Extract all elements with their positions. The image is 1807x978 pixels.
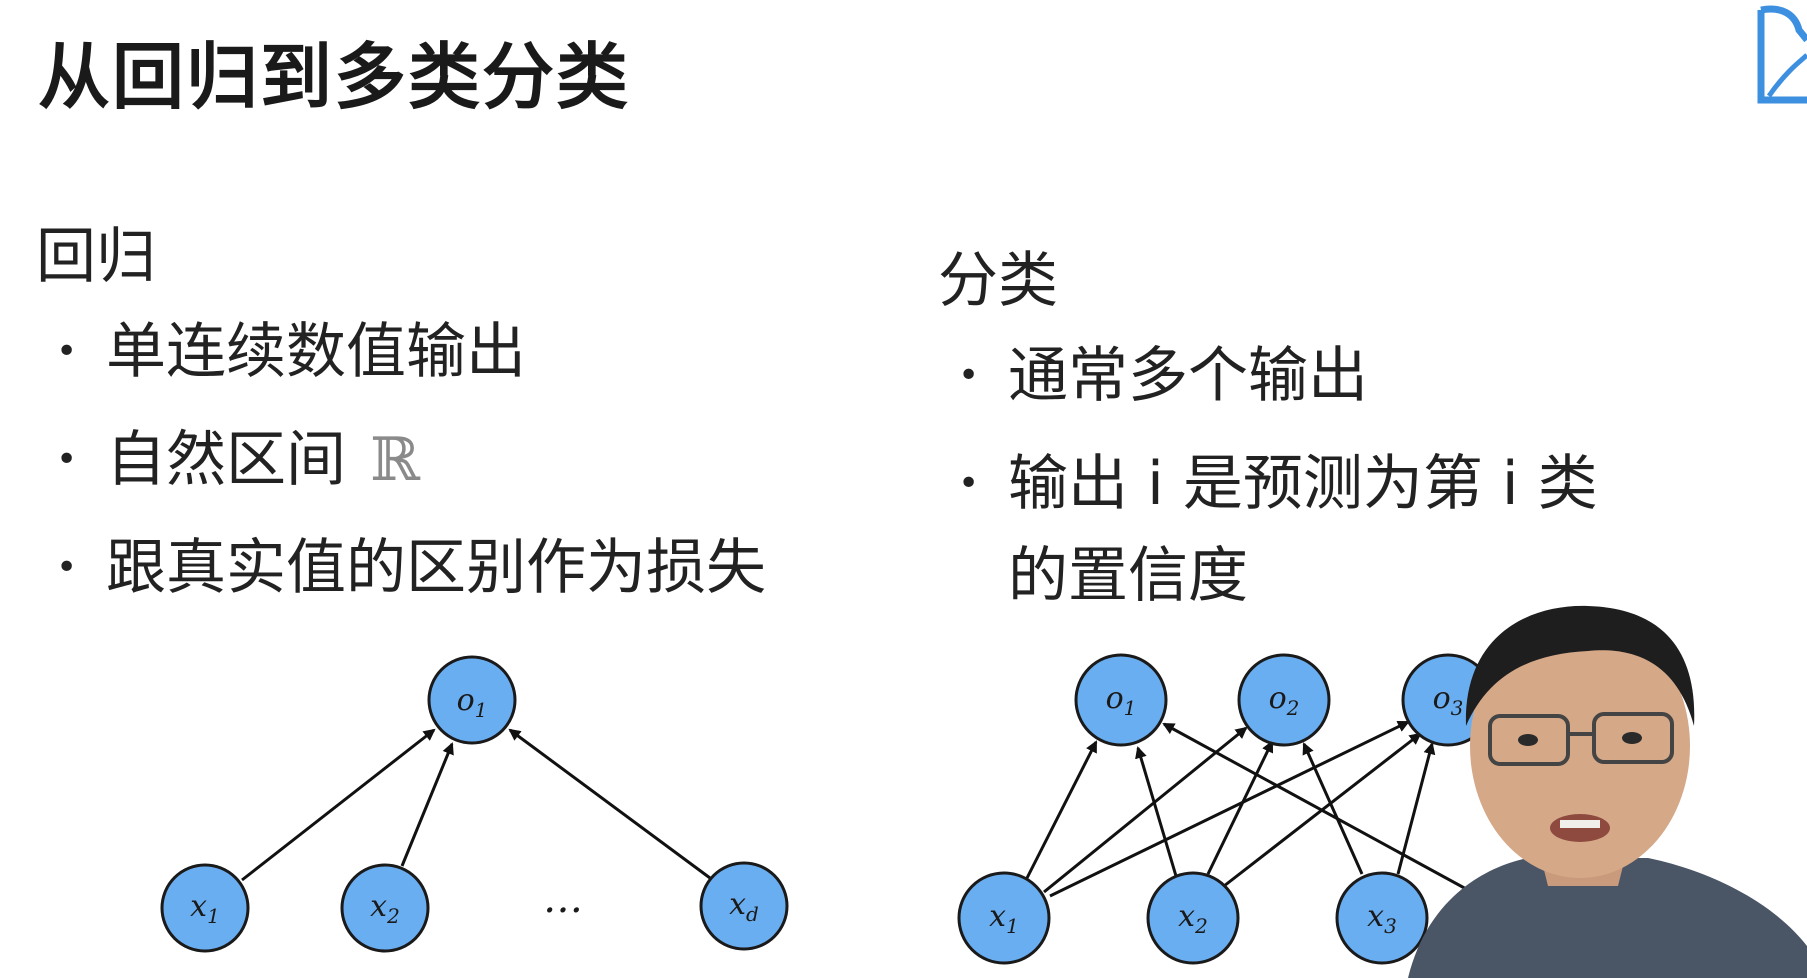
edge <box>508 728 711 880</box>
svg-text:o3: o3 <box>1433 681 1464 720</box>
node-subscript: 3 <box>1384 914 1397 938</box>
classification-heading: 分类 <box>938 246 1058 316</box>
edge <box>1206 740 1274 875</box>
svg-text:x2: x2 <box>370 889 400 928</box>
bullet-text: 通常多个输出 <box>1008 341 1368 411</box>
edge <box>1135 746 1178 877</box>
node-subscript: d <box>746 902 759 926</box>
node-subscript: 3 <box>1451 696 1464 720</box>
node-label: o <box>457 683 475 718</box>
node-subscript: 2 <box>1286 696 1300 720</box>
edge <box>1024 740 1098 881</box>
classification-input-node: x3 <box>1335 871 1429 965</box>
node-subscript: 1 <box>1124 696 1137 720</box>
edge <box>241 728 436 882</box>
svg-text:o1: o1 <box>457 683 488 722</box>
node-subscript: 2 <box>386 904 400 928</box>
node-label: o <box>1269 681 1287 716</box>
edge <box>1302 742 1364 875</box>
node-subscript: 1 <box>475 698 488 722</box>
list-item: 自然区间 ℝ <box>42 406 862 514</box>
list-item: 通常多个输出 <box>944 322 1624 430</box>
bullet-text: 自然区间 <box>106 425 346 495</box>
node-label: o <box>1433 681 1451 716</box>
classification-edges <box>1024 720 1469 898</box>
slide-title: 从回归到多类分类 <box>38 35 631 119</box>
regression-output-node: o1 <box>427 655 517 745</box>
svg-text:x1: x1 <box>190 889 220 928</box>
edge <box>1049 720 1410 898</box>
regression-edges <box>241 728 711 882</box>
bullet-text: 单连续数值输出 <box>106 317 526 387</box>
presenter-video-overlay <box>1408 605 1807 978</box>
list-item: 单连续数值输出 <box>42 298 862 406</box>
regression-input-node: xd <box>699 861 789 951</box>
book-logo-icon <box>1757 5 1807 104</box>
list-item: 输出 i 是预测为第 i 类的置信度 <box>944 438 1624 622</box>
svg-text:x2: x2 <box>1178 899 1208 938</box>
node-label: x <box>190 889 207 924</box>
classification-output-node: o3 <box>1401 653 1495 747</box>
regression-input-node: x1 <box>160 863 250 953</box>
node-label: o <box>1106 681 1124 716</box>
regression-bullet-list: 单连续数值输出 自然区间 ℝ 跟真实值的区别作为损失 <box>42 298 862 622</box>
svg-text:x3: x3 <box>1367 899 1397 938</box>
node-label: x <box>729 887 746 922</box>
classification-input-node: x1 <box>957 871 1051 965</box>
classification-output-node: o1 <box>1074 653 1168 747</box>
node-label: x <box>989 899 1006 934</box>
node-subscript: 2 <box>1194 914 1208 938</box>
svg-text:o2: o2 <box>1269 681 1300 720</box>
edge <box>400 742 454 867</box>
bullet-text: 输出 i 是预测为第 i 类的置信度 <box>1008 449 1598 611</box>
edge <box>1396 742 1436 875</box>
node-subscript: 1 <box>207 904 220 928</box>
regression-input-node: x2 <box>340 863 430 953</box>
classification-output-node: o2 <box>1237 653 1331 747</box>
list-item: 跟真实值的区别作为损失 <box>42 514 862 622</box>
svg-text:xd: xd <box>729 887 759 926</box>
real-numbers-symbol: ℝ <box>370 425 420 495</box>
node-label: x <box>1178 899 1195 934</box>
edge <box>1043 726 1248 894</box>
classification-bullet-list: 通常多个输出 输出 i 是预测为第 i 类的置信度 <box>944 322 1624 622</box>
node-subscript: 1 <box>1006 914 1019 938</box>
bullet-text: 跟真实值的区别作为损失 <box>106 533 766 603</box>
ellipsis: … <box>543 876 583 922</box>
node-label: x <box>1367 899 1384 934</box>
node-label: x <box>370 889 387 924</box>
svg-text:x1: x1 <box>989 899 1019 938</box>
regression-heading: 回归 <box>36 222 156 292</box>
classification-input-node: x2 <box>1146 871 1240 965</box>
edge <box>1162 722 1469 892</box>
svg-text:o1: o1 <box>1106 681 1137 720</box>
